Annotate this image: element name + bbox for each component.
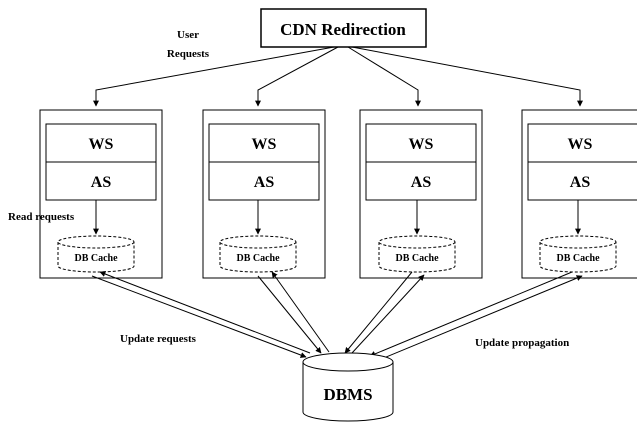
- app-server-box: [45, 161, 157, 201]
- db-cache: DB Cache: [378, 235, 456, 273]
- server-node-2: WS AS DB Cache: [202, 109, 326, 279]
- update-request-arrow-3: [344, 271, 413, 354]
- cdn-redirection-box: CDN Redirection: [260, 8, 427, 48]
- arrow-to-node-1: [93, 46, 335, 107]
- web-server-label: WS: [409, 136, 434, 153]
- web-server-label: WS: [252, 136, 277, 153]
- db-cache-label: DB Cache: [395, 253, 439, 264]
- user-requests-label-line1: User: [177, 29, 199, 41]
- update-propagation-arrow-3: [351, 274, 425, 354]
- db-cache-label: DB Cache: [74, 253, 118, 264]
- app-server-box: [365, 161, 477, 201]
- web-server-label: WS: [89, 136, 114, 153]
- db-cache: DB Cache: [219, 235, 297, 273]
- update-request-arrow-1: [91, 275, 307, 358]
- update-propagation-arrow-4: [373, 275, 583, 363]
- app-server-label: AS: [570, 174, 591, 191]
- update-propagation-label: Update propagation: [475, 337, 569, 349]
- arrow-to-node-4: [351, 46, 583, 107]
- arrow-to-node-3: [347, 46, 421, 107]
- app-server-label: AS: [411, 174, 432, 191]
- user-requests-label-line2: Requests: [167, 48, 210, 60]
- db-cache-label: DB Cache: [556, 253, 600, 264]
- dbms-arrows: [91, 271, 583, 363]
- update-request-arrow-2: [257, 275, 322, 354]
- server-node-4: WS AS DB Cache: [521, 109, 637, 279]
- update-propagation-arrow-2: [271, 271, 330, 353]
- server-node-3: WS AS DB Cache: [359, 109, 483, 279]
- web-server-box: [527, 123, 637, 163]
- db-cache-label: DB Cache: [236, 253, 280, 264]
- app-server-label: AS: [91, 174, 112, 191]
- update-request-arrow-4: [369, 271, 573, 357]
- app-server-box: [208, 161, 320, 201]
- read-requests-label: Read requests: [8, 211, 75, 223]
- user-request-arrows: [93, 46, 583, 107]
- update-propagation-arrow-1: [99, 271, 311, 354]
- dbms-label: DBMS: [323, 385, 372, 404]
- web-server-box: [208, 123, 320, 163]
- db-cache: DB Cache: [57, 235, 135, 273]
- web-server-label: WS: [568, 136, 593, 153]
- web-server-box: [45, 123, 157, 163]
- arrow-to-node-2: [255, 46, 339, 107]
- app-server-label: AS: [254, 174, 275, 191]
- cdn-redirection-label: CDN Redirection: [280, 20, 406, 39]
- dbms-cylinder: DBMS: [302, 352, 394, 422]
- server-node-1: WS AS DB Cache: [39, 109, 163, 279]
- app-server-box: [527, 161, 637, 201]
- db-cache: DB Cache: [539, 235, 617, 273]
- update-requests-label: Update requests: [120, 333, 197, 345]
